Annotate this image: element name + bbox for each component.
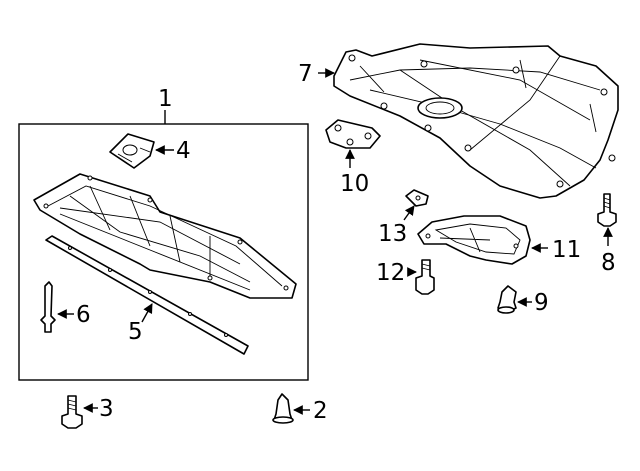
small-clip-part[interactable] xyxy=(405,189,429,207)
callout-12[interactable]: 12 xyxy=(376,260,405,286)
leader-5 xyxy=(141,303,153,323)
screw-part[interactable] xyxy=(597,193,617,227)
bolt-part[interactable] xyxy=(61,395,83,429)
assembly-box xyxy=(18,123,309,381)
bracket-part[interactable] xyxy=(325,119,381,149)
clip-nut-part[interactable] xyxy=(109,133,155,169)
lower-shield-panel[interactable] xyxy=(33,173,297,299)
callout-11[interactable]: 11 xyxy=(552,237,581,263)
callout-8[interactable]: 8 xyxy=(601,250,616,276)
rivet-clip-part[interactable] xyxy=(497,285,517,314)
callout-13[interactable]: 13 xyxy=(378,221,407,247)
seal-strip-part[interactable] xyxy=(45,235,249,355)
callout-10[interactable]: 10 xyxy=(340,171,369,197)
callout-7[interactable]: 7 xyxy=(298,61,313,87)
callout-4[interactable]: 4 xyxy=(176,138,191,164)
flange-bolt-part[interactable] xyxy=(415,259,435,295)
callout-9[interactable]: 9 xyxy=(534,290,549,316)
side-cover-part[interactable] xyxy=(417,215,531,265)
callout-1[interactable]: 1 xyxy=(158,86,173,112)
callout-3[interactable]: 3 xyxy=(99,396,114,422)
callout-6[interactable]: 6 xyxy=(76,302,91,328)
push-clip-part[interactable] xyxy=(272,393,294,424)
callout-5[interactable]: 5 xyxy=(128,319,143,345)
push-pin-part[interactable] xyxy=(40,281,56,333)
callout-2[interactable]: 2 xyxy=(313,398,328,424)
leader-13 xyxy=(403,205,415,221)
engine-cover-part[interactable] xyxy=(333,43,619,199)
